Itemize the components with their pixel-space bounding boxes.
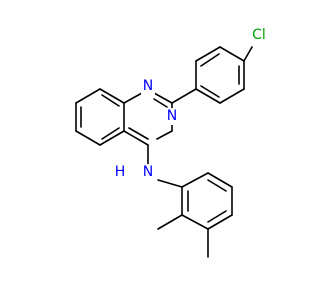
nitrogen-label: N [167, 108, 177, 124]
double-bond [101, 127, 120, 140]
bond [75, 88, 101, 104]
structure-drawing: N N N H Cl [75, 27, 270, 258]
bond [243, 46, 253, 62]
dimethylphenyl-ring [157, 172, 233, 258]
structure-canvas: N N N H Cl [75, 27, 270, 258]
double-bond [101, 94, 120, 107]
bond [157, 179, 183, 188]
double-bond [207, 210, 227, 223]
chlorophenyl-ring [171, 46, 253, 104]
bond [219, 46, 245, 62]
double-bond [200, 53, 220, 67]
atom-labels: N N N H Cl [112, 27, 270, 181]
bond [153, 92, 173, 104]
methyl-bond [157, 214, 183, 230]
bond [219, 88, 245, 104]
amine-nitrogen-label: N [143, 164, 153, 180]
bond [195, 88, 221, 104]
benzo-ring [75, 88, 125, 146]
chlorine-label: Cl [252, 27, 266, 43]
bond [171, 88, 197, 104]
pyrimidine-ring [123, 92, 173, 146]
bond [207, 214, 233, 230]
bond [207, 172, 233, 188]
bond [181, 172, 209, 188]
bond [181, 214, 209, 230]
bond [123, 130, 149, 146]
bond [99, 88, 125, 104]
double-bond [200, 85, 220, 98]
bond [195, 46, 221, 62]
hydrogen-label: H [115, 164, 126, 180]
bond [123, 92, 143, 104]
double-bond [128, 127, 149, 140]
double-bond [207, 179, 227, 192]
bond [75, 130, 101, 146]
bond [99, 130, 125, 146]
nitrogen-label: N [143, 78, 153, 94]
double-bond [153, 98, 168, 108]
bond [156, 130, 173, 140]
